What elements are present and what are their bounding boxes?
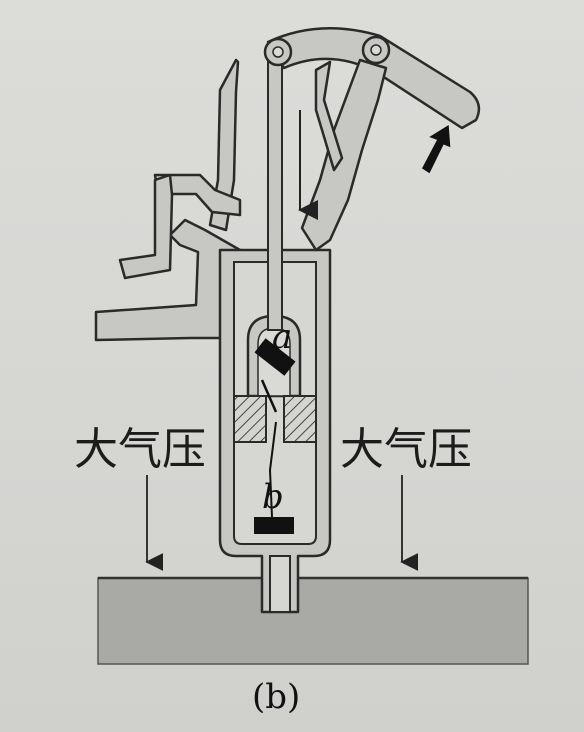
piston-seal-left [233,395,267,443]
valve-b [254,421,294,534]
figure-caption: (b) [252,677,300,717]
label-atmospheric-pressure-right: 大气压 [340,424,472,475]
label-valve-b: b [262,477,284,517]
arrow-up-right-icon [421,124,451,174]
label-atmospheric-pressure-left: 大气压 [74,424,206,475]
piston-rod [267,59,283,331]
piston-seal-right [283,395,317,443]
valve-a [254,338,296,413]
pump-handle [263,27,481,252]
label-valve-a: a [272,317,292,357]
pump-spout [94,58,242,342]
water-reservoir [97,576,529,665]
